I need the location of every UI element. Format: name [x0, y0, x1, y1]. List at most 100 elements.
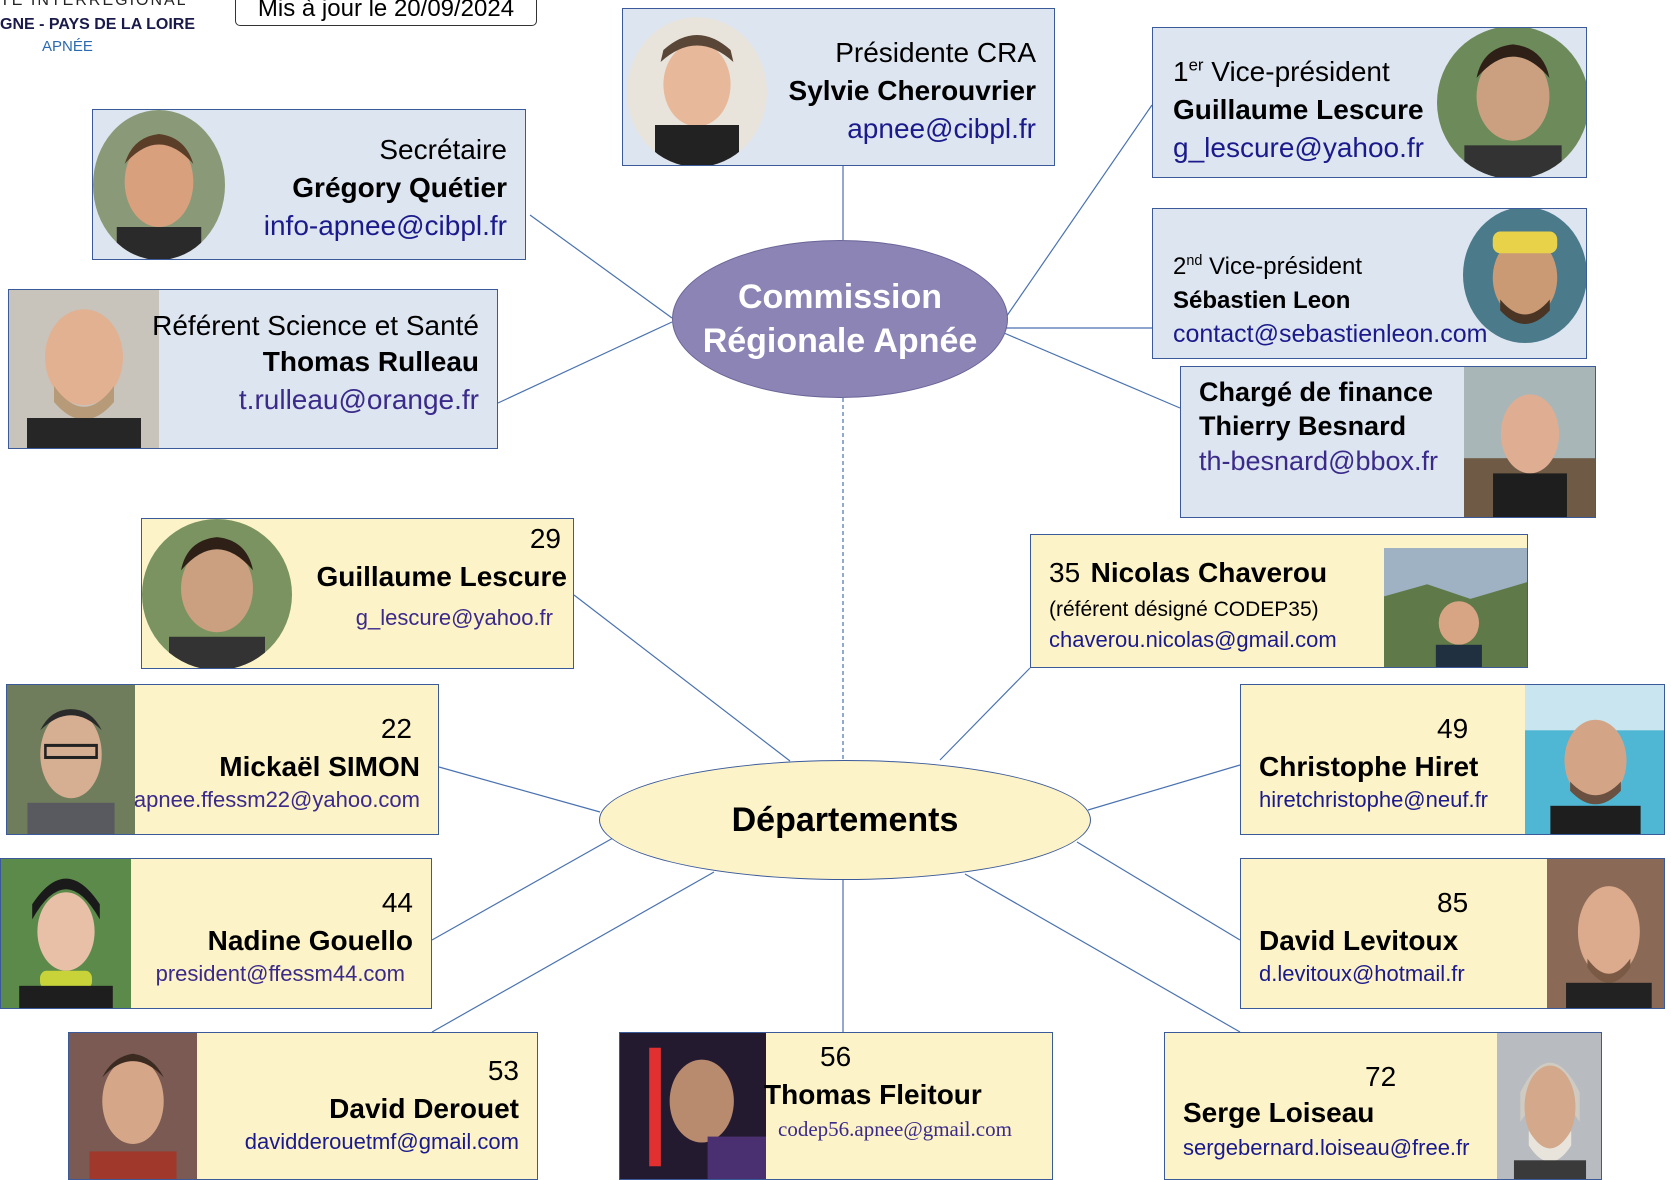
dept-email-56[interactable]: codep56.apnee@gmail.com	[778, 1117, 1012, 1141]
departements-ellipse: Départements	[599, 760, 1091, 880]
email-vp2[interactable]: contact@sebastienleon.com	[1173, 320, 1488, 348]
card-dept-56: 56 Thomas Fleitour codep56.apnee@gmail.c…	[619, 1032, 1053, 1180]
photo-dept-44	[1, 859, 131, 1008]
card-dept-72: 72 Serge Loiseau sergebernard.loiseau@fr…	[1164, 1032, 1602, 1180]
cra-title-line1: Commission	[737, 277, 943, 316]
photo-dept-49	[1525, 685, 1664, 834]
dept-number-85: 85	[1437, 887, 1469, 918]
dept-email-22[interactable]: apnee.ffessm22@yahoo.com	[133, 787, 420, 812]
dept-email-49[interactable]: hiretchristophe@neuf.fr	[1259, 787, 1489, 812]
role-vp2-number: 2	[1173, 253, 1187, 280]
connector-science	[497, 321, 673, 404]
dept-number-56: 56	[820, 1041, 852, 1072]
dept-note-35: (référent désigné CODEP35)	[1049, 598, 1319, 621]
role-vp1-number: 1	[1173, 56, 1189, 87]
logo-line-1: TE INTERREGIONAL	[0, 0, 188, 9]
email-science[interactable]: t.rulleau@orange.fr	[238, 384, 479, 415]
logo-line-3: APNÉE	[42, 38, 93, 55]
name-vp2: Sébastien Leon	[1173, 287, 1351, 314]
photo-science	[9, 290, 159, 448]
name-finance: Thierry Besnard	[1199, 411, 1407, 441]
name-science: Thomas Rulleau	[262, 346, 479, 377]
dept-email-44[interactable]: president@ffessm44.com	[155, 961, 405, 986]
photo-dept-85	[1547, 859, 1664, 1008]
cra-ellipse: Commission Régionale Apnée	[672, 240, 1008, 398]
card-science: Référent Science et Santé Thomas Rulleau…	[8, 289, 498, 449]
card-dept-85: 85 David Levitoux d.levitoux@hotmail.fr	[1240, 858, 1665, 1009]
connector-finance	[1003, 332, 1181, 409]
dept-number-72: 72	[1365, 1061, 1397, 1092]
card-dept-49: 49 Christophe Hiret hiretchristophe@neuf…	[1240, 684, 1665, 835]
dept-35-header: 35 Nicolas Chaverou	[1049, 559, 1327, 587]
card-vp2: 2nd Vice-président Sébastien Leon contac…	[1152, 208, 1587, 359]
email-secretaire[interactable]: info-apnee@cibpl.fr	[263, 210, 507, 241]
card-dept-53: 53 David Derouet davidderouetmf@gmail.co…	[68, 1032, 538, 1180]
photo-finance	[1464, 367, 1595, 517]
photo-dept-22	[7, 685, 135, 834]
card-dept-29: 29 Guillaume Lescure g_lescure@yahoo.fr	[141, 518, 574, 669]
connector-d44	[431, 837, 614, 941]
role-presidente: Présidente CRA	[835, 37, 1036, 68]
departements-title: Départements	[731, 800, 959, 839]
role-finance: Chargé de finance	[1199, 377, 1434, 407]
connector-d85	[1076, 841, 1241, 941]
role-secretaire: Secrétaire	[379, 134, 507, 165]
photo-dept-53	[69, 1033, 197, 1179]
card-vp1: 1er Vice-président Guillaume Lescure g_l…	[1152, 27, 1587, 178]
email-vp1[interactable]: g_lescure@yahoo.fr	[1173, 132, 1425, 163]
connector-d29	[573, 594, 791, 762]
dept-name-49: Christophe Hiret	[1259, 751, 1479, 782]
dept-email-72[interactable]: sergebernard.loiseau@free.fr	[1183, 1135, 1470, 1160]
name-secretaire: Grégory Quétier	[292, 172, 507, 203]
role-vp2-ordinal: nd	[1186, 253, 1203, 269]
card-dept-35: 35 Nicolas Chaverou (référent désigné CO…	[1030, 534, 1528, 668]
role-vp2-text: Vice-président	[1202, 253, 1363, 280]
dept-name-35: Nicolas Chaverou	[1090, 557, 1328, 588]
card-secretaire: Secrétaire Grégory Quétier info-apnee@ci…	[92, 109, 526, 260]
name-vp1: Guillaume Lescure	[1173, 94, 1424, 125]
connector-d49	[1087, 764, 1241, 811]
photo-vp1	[1437, 28, 1586, 177]
card-dept-44: 44 Nadine Gouello president@ffessm44.com	[0, 858, 432, 1009]
dept-name-56: Thomas Fleitour	[764, 1079, 982, 1110]
dept-email-29[interactable]: g_lescure@yahoo.fr	[355, 605, 553, 630]
dept-email-53[interactable]: davidderouetmf@gmail.com	[244, 1129, 519, 1154]
photo-vp2	[1463, 209, 1586, 343]
role-vp1-ordinal: er	[1188, 55, 1204, 75]
dept-number-35: 35	[1049, 557, 1081, 588]
connector-d53	[431, 871, 715, 1033]
dept-name-53: David Derouet	[329, 1093, 519, 1124]
update-date-label: Mis à jour le 20/09/2024	[235, 0, 537, 26]
dept-name-29: Guillaume Lescure	[316, 561, 567, 592]
connector-d22	[438, 766, 601, 813]
dept-number-29: 29	[529, 523, 561, 554]
card-dept-22: 22 Mickaël SIMON apnee.ffessm22@yahoo.co…	[6, 684, 439, 835]
dept-number-44: 44	[381, 887, 413, 918]
dept-name-44: Nadine Gouello	[207, 925, 413, 956]
connector-d35	[939, 667, 1031, 761]
connector-d72	[964, 873, 1241, 1033]
dept-number-49: 49	[1437, 713, 1469, 744]
card-presidente: Présidente CRA Sylvie Cherouvrier apnee@…	[622, 8, 1055, 166]
name-presidente: Sylvie Cherouvrier	[788, 75, 1036, 106]
federation-logo: TE INTERREGIONAL GNE - PAYS DE LA LOIRE …	[0, 0, 210, 60]
logo-line-2: GNE - PAYS DE LA LOIRE	[0, 16, 195, 33]
email-finance[interactable]: th-besnard@bbox.fr	[1199, 446, 1439, 476]
dept-email-35[interactable]: chaverou.nicolas@gmail.com	[1049, 627, 1337, 652]
photo-presidente	[627, 17, 767, 165]
connector-vp1	[1003, 104, 1153, 321]
card-finance: Chargé de finance Thierry Besnard th-bes…	[1180, 366, 1596, 518]
connector-secretaire	[529, 214, 673, 319]
dept-name-72: Serge Loiseau	[1183, 1097, 1375, 1128]
email-presidente[interactable]: apnee@cibpl.fr	[847, 113, 1036, 144]
dept-name-85: David Levitoux	[1259, 925, 1459, 956]
dept-number-22: 22	[380, 713, 412, 744]
dept-email-85[interactable]: d.levitoux@hotmail.fr	[1259, 961, 1465, 986]
cra-title-line2: Régionale Apnée	[702, 322, 978, 360]
role-vp1: 1er Vice-président	[1173, 55, 1390, 87]
role-science: Référent Science et Santé	[152, 310, 479, 341]
dept-number-53: 53	[487, 1055, 519, 1086]
photo-dept-29	[142, 519, 292, 668]
dept-name-22: Mickaël SIMON	[219, 751, 420, 782]
